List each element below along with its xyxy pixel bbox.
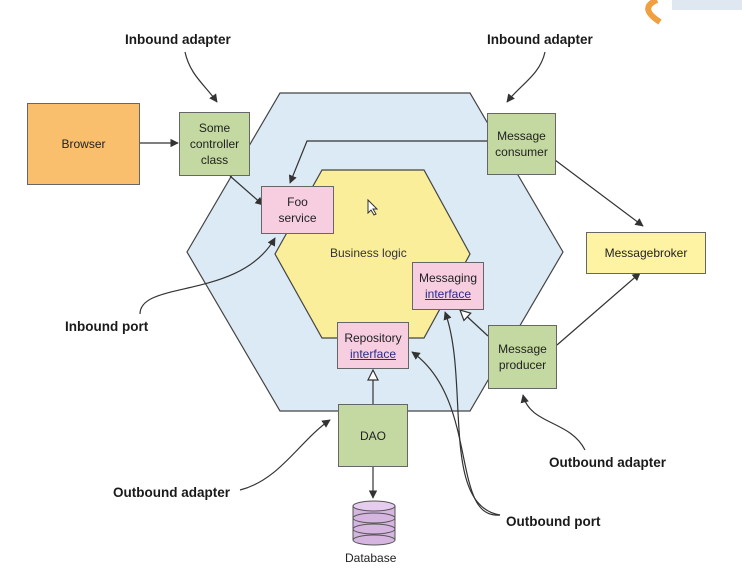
- foo-service-label-line2: service: [278, 211, 317, 225]
- producer-implements-messaging-arrow: [460, 310, 489, 337]
- outbound-adapter-bottom-left-pointer: [239, 419, 331, 491]
- repository-label-line2: interface: [349, 346, 397, 361]
- mouse-cursor-icon: [367, 198, 379, 216]
- controller-to-foo-service-arrow: [229, 175, 264, 206]
- messaging-interface-box: Messaging interface: [412, 262, 484, 310]
- inbound-adapter-left-pointer: [184, 51, 218, 103]
- inbound-adapter-right-pointer: [506, 51, 546, 103]
- business-logic-label: Business logic: [330, 246, 407, 260]
- controller-label-line1: Some: [198, 121, 231, 135]
- messaging-label-line1: Messaging: [418, 271, 478, 285]
- controller-box: Some controller class: [179, 112, 250, 176]
- browser-label: Browser: [61, 137, 106, 151]
- dao-label: DAO: [359, 428, 386, 443]
- producer-label-line2: producer: [498, 358, 547, 372]
- outbound-adapter-right-label: Outbound adapter: [549, 455, 666, 470]
- inbound-port-pointer: [139, 237, 276, 315]
- producer-to-broker-arrow: [556, 272, 641, 346]
- logo-fragment: [645, 0, 742, 25]
- messagebroker-box: Messagebroker: [586, 232, 706, 274]
- foo-service-box: Foo service: [261, 186, 334, 234]
- inbound-adapter-left-label: Inbound adapter: [125, 32, 231, 47]
- outbound-port-label: Outbound port: [506, 514, 601, 529]
- dao-box: DAO: [338, 404, 408, 467]
- outbound-port-to-repository-pointer: [411, 351, 501, 516]
- messaging-label-line2: interface: [424, 287, 472, 301]
- repository-label-line1: Repository: [344, 330, 402, 345]
- inbound-adapter-right-label: Inbound adapter: [487, 32, 593, 47]
- foo-service-label-line1: Foo: [287, 195, 308, 209]
- producer-label-line1: Message: [498, 342, 547, 356]
- controller-label-line3: class: [200, 153, 229, 167]
- outbound-adapter-bottom-left-label: Outbound adapter: [113, 485, 230, 500]
- browser-box: Browser: [27, 103, 140, 185]
- outbound-port-to-messaging-pointer: [443, 311, 501, 516]
- database-icon: [352, 500, 396, 546]
- messagebroker-label: Messagebroker: [604, 246, 688, 260]
- consumer-to-foo-service-arrow: [288, 140, 487, 184]
- outbound-adapter-right-pointer: [520, 394, 586, 451]
- controller-label-line2: controller: [189, 137, 240, 151]
- consumer-label-line2: consumer: [495, 145, 548, 159]
- inbound-port-label: Inbound port: [65, 319, 149, 334]
- message-consumer-box: Message consumer: [487, 113, 556, 175]
- message-producer-box: Message producer: [488, 325, 557, 389]
- repository-interface-box: Repository interface: [337, 322, 409, 369]
- database-label: Database: [345, 551, 397, 565]
- consumer-label-line1: Message: [497, 129, 546, 143]
- consumer-to-broker-arrow: [554, 159, 644, 227]
